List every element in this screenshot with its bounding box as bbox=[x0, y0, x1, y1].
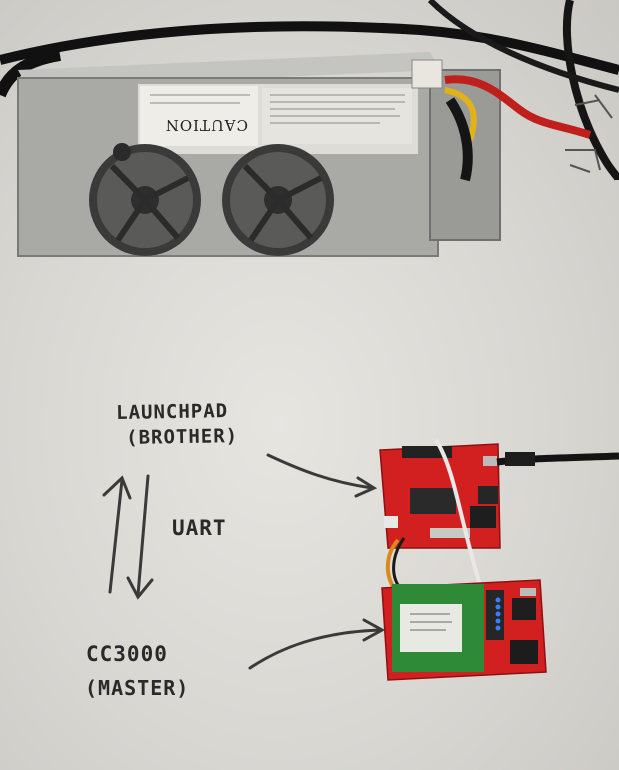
note-launchpad: LAUNCHPAD bbox=[116, 400, 229, 424]
power-cable-top bbox=[0, 21, 619, 75]
note-brother: (BROTHER) bbox=[126, 425, 239, 449]
note-cc3000: CC3000 bbox=[86, 642, 168, 666]
psu-caution-label: CAUTION bbox=[164, 116, 248, 134]
cable-right-2 bbox=[427, 0, 619, 93]
arrow-to-launchpad bbox=[266, 453, 374, 490]
fan-left bbox=[89, 144, 201, 256]
fan-right bbox=[222, 144, 334, 256]
cc3000-board-stack bbox=[381, 579, 547, 681]
blue-leds bbox=[495, 597, 501, 631]
cable-right-loop bbox=[562, 0, 619, 182]
uart-arrow-up bbox=[108, 478, 124, 594]
psu-round-logo bbox=[113, 143, 131, 161]
power-supply-unit bbox=[17, 52, 592, 257]
note-master: (MASTER) bbox=[85, 676, 190, 700]
yellow-wire bbox=[444, 87, 477, 141]
scribble-top-right bbox=[565, 94, 613, 173]
red-wire bbox=[444, 75, 592, 139]
arrow-to-cc3000 bbox=[248, 628, 382, 670]
black-wire bbox=[445, 97, 473, 182]
power-cable-left bbox=[0, 49, 62, 98]
uart-arrow-down bbox=[136, 474, 150, 597]
hand-drawn-arrows bbox=[102, 453, 386, 670]
note-uart: UART bbox=[172, 516, 227, 540]
launchpad-board bbox=[379, 443, 501, 549]
white-jumper bbox=[434, 438, 482, 586]
